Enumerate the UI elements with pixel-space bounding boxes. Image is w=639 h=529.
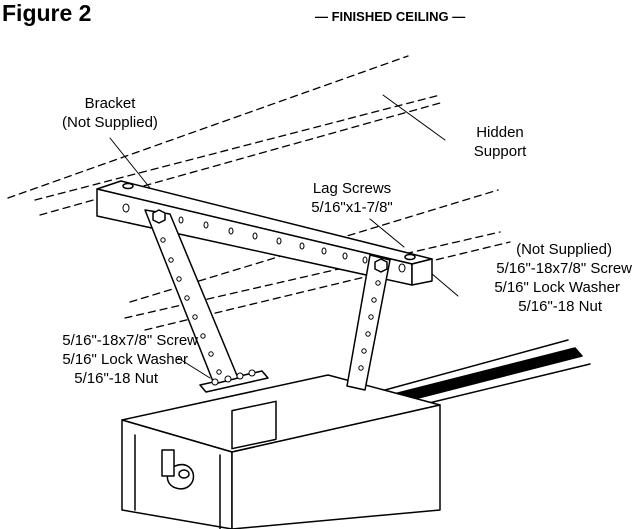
support-line-2 bbox=[39, 102, 441, 216]
right-strap bbox=[346, 254, 391, 391]
lag-screws-label: Lag Screws 5/16"x1-7/8" bbox=[292, 179, 412, 217]
bracket-label: Bracket (Not Supplied) bbox=[30, 94, 190, 132]
bolt-icon bbox=[248, 369, 256, 377]
bracket-end-face bbox=[411, 258, 433, 286]
strap-hole bbox=[375, 280, 381, 286]
finished-ceiling-label: — FINISHED CEILING — bbox=[315, 9, 466, 24]
bracket-hole bbox=[252, 232, 258, 240]
right-strap-holes bbox=[358, 280, 381, 371]
bracket-hole bbox=[299, 242, 305, 250]
strap-hole bbox=[358, 365, 364, 371]
strap-hole bbox=[361, 348, 367, 354]
bolt-icon bbox=[236, 372, 244, 380]
motor-right-face bbox=[231, 404, 441, 529]
hidden-support-label: Hidden Support bbox=[450, 123, 550, 161]
left-strap-holes bbox=[160, 237, 222, 375]
strap-hole bbox=[216, 369, 222, 375]
bracket-hole bbox=[398, 263, 406, 273]
strap-hole bbox=[200, 333, 206, 339]
strap-hole bbox=[192, 314, 198, 320]
bracket-hole bbox=[342, 252, 348, 260]
bracket-holes bbox=[122, 203, 406, 273]
strap-hole bbox=[160, 237, 166, 243]
front-light-socket bbox=[161, 449, 175, 477]
left-hardware-leader bbox=[177, 357, 211, 379]
lag-screw-left-icon bbox=[122, 182, 134, 190]
bracket-label-line2: (Not Supplied) bbox=[62, 114, 158, 131]
left-screw: 5/16"-18x7/8" Screw bbox=[62, 332, 198, 349]
strap-hole bbox=[371, 297, 377, 303]
wire-connector-hole-icon bbox=[178, 469, 190, 479]
bracket-hole bbox=[228, 227, 234, 235]
right-strap-hex-head bbox=[374, 258, 388, 273]
strap-hole bbox=[368, 314, 374, 320]
right-nut: 5/16"-18 Nut bbox=[518, 298, 602, 315]
bracket bbox=[96, 180, 433, 286]
bracket-hole bbox=[321, 247, 327, 255]
support-line-1 bbox=[34, 94, 441, 201]
bracket-hole bbox=[203, 221, 209, 229]
bolt-icon bbox=[211, 378, 219, 386]
bolt-icon bbox=[224, 375, 232, 383]
bracket-hole bbox=[276, 237, 282, 245]
strap-hole bbox=[168, 257, 174, 263]
strap-hole bbox=[208, 351, 214, 357]
strap-hole bbox=[176, 276, 182, 282]
right-strap-body bbox=[346, 254, 391, 391]
left-strap-hex-head bbox=[152, 209, 166, 224]
right-washer: 5/16" Lock Washer bbox=[494, 279, 620, 296]
motor-side-panel bbox=[231, 400, 277, 450]
lag-screws-line1: Lag Screws bbox=[312, 180, 392, 197]
bracket-hole bbox=[178, 216, 184, 224]
hidden-support-leader bbox=[382, 94, 446, 141]
strap-hole bbox=[184, 295, 190, 301]
right-hardware-label: (Not Supplied) 5/16"-18x7/8" Screw 5/16"… bbox=[420, 240, 632, 316]
left-hardware-label: 5/16"-18x7/8" Screw 5/16" Lock Washer 5/… bbox=[2, 331, 198, 388]
bracket-hole bbox=[122, 203, 130, 213]
bracket-leader bbox=[109, 137, 151, 189]
strap-hole bbox=[365, 331, 371, 337]
hidden-support-line1: Hidden bbox=[476, 124, 524, 141]
rail-top-band bbox=[389, 347, 583, 405]
left-hardware-bolts bbox=[211, 369, 256, 386]
lag-screw-leader bbox=[369, 218, 405, 248]
lag-screws-line2: 5/16"x1-7/8" bbox=[311, 199, 393, 216]
bracket-hole bbox=[362, 256, 368, 264]
hidden-support-line2: Support bbox=[473, 143, 527, 160]
right-screw: 5/16"-18x7/8" Screw bbox=[496, 260, 632, 277]
figure-title: Figure 2 bbox=[2, 0, 92, 26]
right-not-supplied: (Not Supplied) bbox=[516, 241, 612, 258]
bracket-label-line1: Bracket bbox=[84, 95, 136, 112]
left-nut: 5/16"-18 Nut bbox=[74, 370, 158, 387]
lag-screw-right-icon bbox=[404, 253, 416, 261]
left-washer: 5/16" Lock Washer bbox=[62, 351, 188, 368]
rail-edge-top bbox=[384, 339, 569, 391]
ceiling-line-top bbox=[7, 55, 409, 199]
motor-unit bbox=[121, 370, 441, 529]
